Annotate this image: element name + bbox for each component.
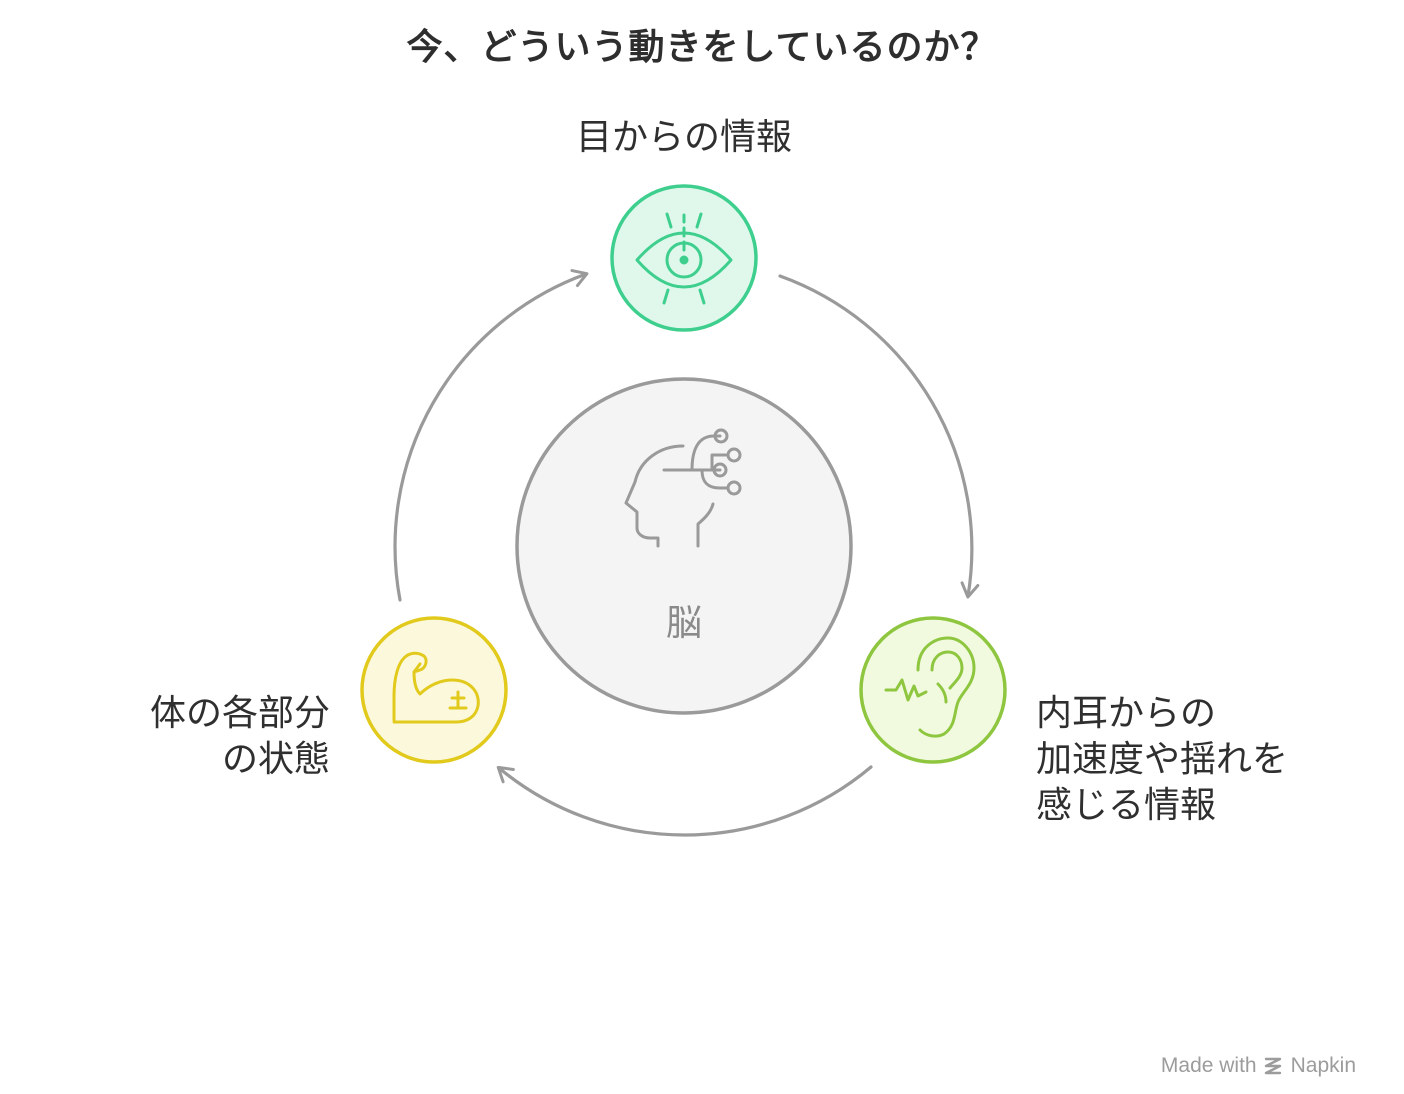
ear-icon — [884, 636, 976, 738]
watermark-prefix: Made with — [1160, 1054, 1257, 1077]
arrow-ear-to-body — [496, 765, 873, 837]
label-line: 加速度や揺れを — [1036, 739, 1289, 780]
ear-node — [859, 616, 1007, 764]
watermark-brand: Napkin — [1290, 1054, 1356, 1077]
body-node-label: 体の各部分 の状態 — [150, 691, 330, 783]
body-circle — [360, 616, 508, 764]
label-line: の状態 — [221, 739, 330, 780]
napkin-watermark[interactable]: Made with Napkin — [1161, 1054, 1356, 1078]
ear-circle — [859, 616, 1007, 764]
label-line: 内耳からの — [1036, 693, 1217, 734]
diagram-title: 今、どういう動きをしているのか？ — [406, 27, 998, 68]
label-line: 感じる情報 — [1036, 785, 1217, 826]
label-line: 目からの情報 — [575, 117, 792, 158]
napkin-logo-icon — [1264, 1057, 1281, 1075]
brain-node-label: 脳 — [665, 603, 702, 644]
brain-network-icon — [624, 428, 742, 548]
ear-node-label: 内耳からの 加速度や揺れを 感じる情報 — [1036, 691, 1288, 829]
eye-node — [610, 184, 758, 332]
eye-icon — [635, 212, 733, 305]
flexed-arm-icon — [392, 651, 480, 724]
eye-node-label: 目からの情報 — [484, 115, 884, 161]
brain-circle — [515, 377, 853, 715]
brain-node — [515, 377, 853, 715]
label-line: 体の各部分 — [149, 693, 330, 734]
arrow-eye-to-ear — [778, 274, 980, 599]
body-node — [360, 616, 508, 764]
cycle-arrows — [393, 269, 980, 837]
arrow-body-to-eye — [393, 269, 589, 602]
